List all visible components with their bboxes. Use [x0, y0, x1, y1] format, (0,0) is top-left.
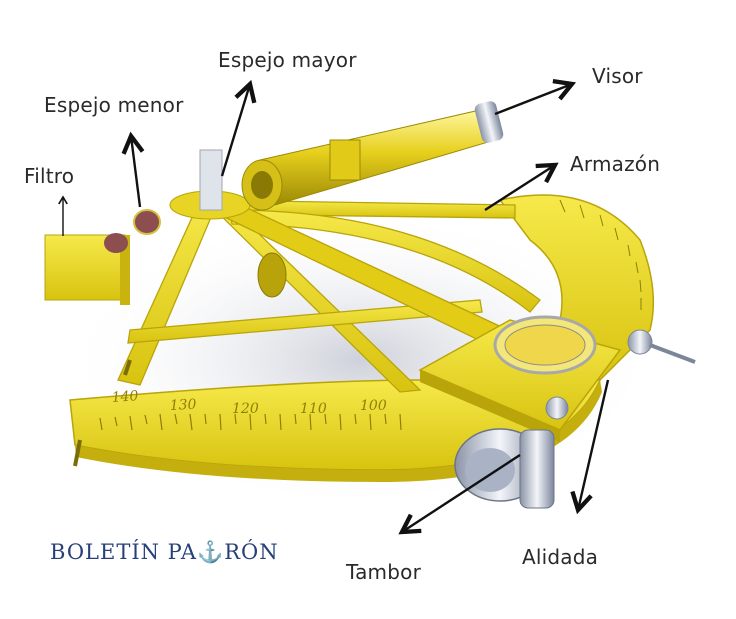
filter-assembly [44, 209, 161, 305]
label-armazon: Armazón [570, 152, 661, 176]
horizon-mirror [257, 252, 287, 298]
label-espejo-menor: Espejo menor [44, 93, 184, 117]
sextant-upper-arc [498, 194, 655, 382]
label-visor: Visor [592, 64, 643, 88]
vernier-plate [418, 315, 696, 442]
upper-arc-ticks [559, 199, 642, 310]
arrow-visor [494, 79, 577, 116]
label-tambor: Tambor [346, 560, 421, 584]
arrow-armazon [484, 162, 559, 212]
scale-number: 120 [232, 401, 259, 417]
scale-number: 100 [360, 398, 387, 414]
leg [73, 439, 82, 467]
label-espejo-mayor: Espejo mayor [218, 48, 357, 72]
telescope [241, 101, 504, 211]
arrow-alidada [570, 379, 610, 515]
leader-arrows [58, 79, 610, 535]
brand-text-start: BOLETÍN PA [50, 540, 198, 564]
label-filtro: Filtro [24, 164, 75, 188]
index-mirror [169, 149, 251, 220]
arrow-espejo-mayor [220, 79, 257, 177]
leg [123, 359, 132, 376]
scale-number: 110 [300, 401, 327, 417]
arrow-espejo-menor [121, 131, 145, 208]
scale-number: 140 [111, 388, 139, 406]
brand-logo: BOLETÍN PA⚓RÓN [50, 540, 279, 565]
label-alidada: Alidada [522, 545, 599, 569]
brand-text-end: RÓN [224, 540, 279, 564]
arrow-tambor [398, 453, 521, 535]
scale-number: 130 [169, 397, 197, 414]
anchor-icon: ⚓ [197, 540, 225, 564]
